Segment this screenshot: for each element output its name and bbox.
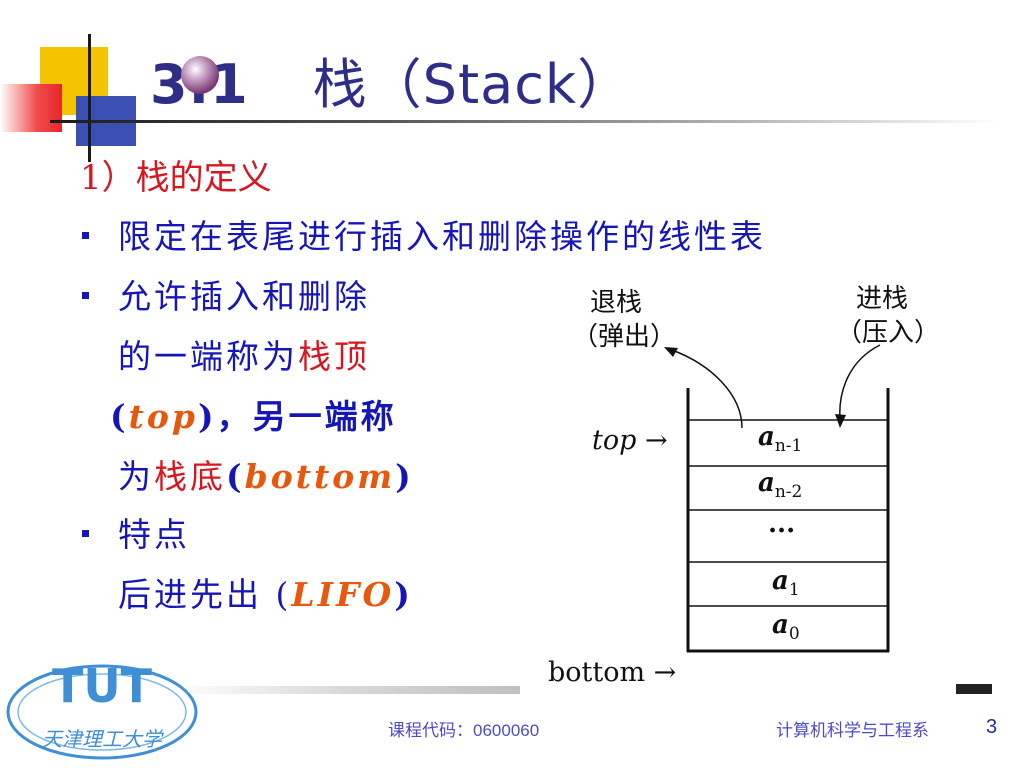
push-arrowhead <box>835 414 846 428</box>
term-lifo: LIFO <box>291 575 395 614</box>
page-number: 3 <box>986 716 998 738</box>
bullet-bottom-line: 为栈底(bottom) <box>118 450 414 498</box>
title-circle-decoration <box>181 56 219 94</box>
top-pointer-label: top → <box>592 425 668 456</box>
text-segment: 后进先出 ( <box>118 575 292 614</box>
title-text: 栈（Stack） <box>312 53 633 116</box>
pop-arrowhead <box>664 347 678 357</box>
corner-decoration-vertical-line <box>88 34 91 162</box>
section-heading: 1）栈的定义 <box>80 158 272 198</box>
bullet-top-term-line: (top)，另一端称 <box>110 390 397 438</box>
cell-base: a <box>758 468 775 498</box>
department: 计算机科学与工程系 <box>776 721 929 740</box>
footer-divider <box>170 686 520 694</box>
bullet-marker <box>82 292 89 299</box>
corner-decoration-red <box>0 84 62 132</box>
pop-arrow <box>671 349 743 429</box>
bullet-marker <box>82 232 89 239</box>
bullet-definition: 限定在表尾进行插入和删除操作的线性表 <box>118 217 766 256</box>
push-label-sub: （压入） <box>836 318 941 348</box>
bullet-features: 特点 <box>118 515 190 554</box>
university-logo: TUT 天津理工大学 <box>6 659 198 760</box>
paren-open: ( <box>110 397 129 436</box>
title-underline <box>50 120 1000 123</box>
cell-subscript: 1 <box>788 580 800 601</box>
bottom-pointer-label: bottom → <box>548 657 677 688</box>
cell-a-1: a1 <box>772 566 800 600</box>
cell-base: a <box>772 610 789 640</box>
push-arrow <box>839 344 881 421</box>
logo-letters: TUT <box>52 659 153 713</box>
pop-label-sub: （弹出） <box>572 322 677 352</box>
pop-label: 退栈 <box>590 288 643 318</box>
term-stack-top: 栈顶 <box>298 337 370 376</box>
cell-a-n-1: an-1 <box>758 422 802 456</box>
paren-close: ) <box>394 575 413 614</box>
bullet-top-line: 的一端称为栈顶 <box>118 330 370 378</box>
bullet-marker <box>82 530 89 537</box>
text-segment: 为 <box>118 457 154 496</box>
cell-ellipsis: ··· <box>768 516 795 546</box>
bullet-lifo-line: 后进先出 (LIFO) <box>118 568 413 616</box>
cell-a-n-2: an-2 <box>758 468 802 502</box>
cell-base: a <box>772 566 789 596</box>
cell-subscript: n-2 <box>774 482 803 503</box>
cell-base: ··· <box>768 516 796 546</box>
course-code: 课程代码：0600060 <box>388 721 540 740</box>
term-stack-bottom: 栈底 <box>154 457 226 496</box>
footer-mark <box>956 684 992 694</box>
cell-a-0: a0 <box>772 610 800 644</box>
cell-subscript: n-1 <box>774 436 803 457</box>
logo-name: 天津理工大学 <box>42 727 164 751</box>
paren-close: ) <box>395 457 414 496</box>
cell-subscript: 0 <box>788 624 800 645</box>
text-segment: )，另一端称 <box>197 397 397 436</box>
paren-open: ( <box>226 457 245 496</box>
term-bottom: bottom <box>244 457 396 496</box>
push-label: 进栈 <box>856 284 909 314</box>
text-segment: 的一端称为 <box>118 337 298 376</box>
bullet-insert-delete: 允许插入和删除 <box>118 277 370 316</box>
term-top: top <box>128 397 198 436</box>
cell-base: a <box>758 422 775 452</box>
